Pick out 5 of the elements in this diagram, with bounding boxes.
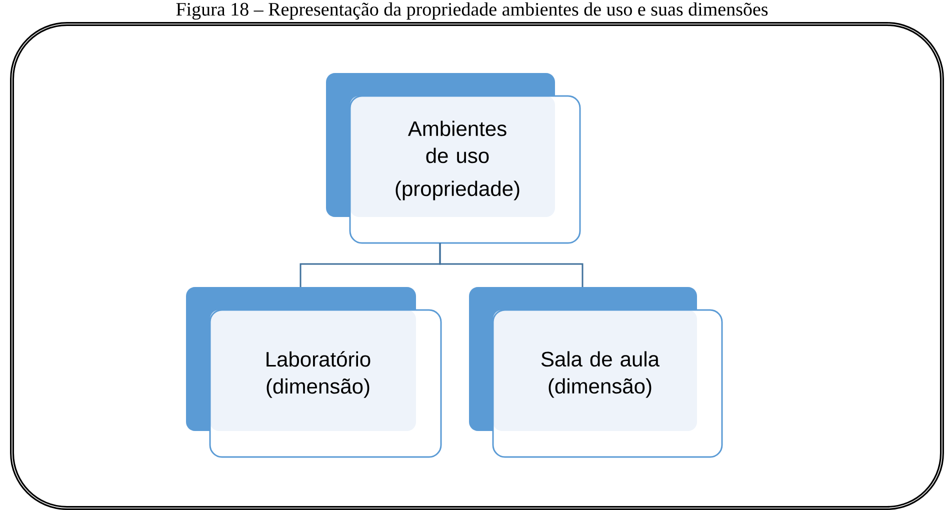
title: Figura 18 – Representação da propriedade ambientes de uso e suas dimensões [174, 1, 770, 21]
box: Sala de aula (dimensão) [469, 287, 723, 458]
connector [439, 243, 584, 287]
box: Ambientes de uso (propriedade) [326, 73, 581, 244]
box: Laboratório (dimensão) [186, 287, 442, 458]
